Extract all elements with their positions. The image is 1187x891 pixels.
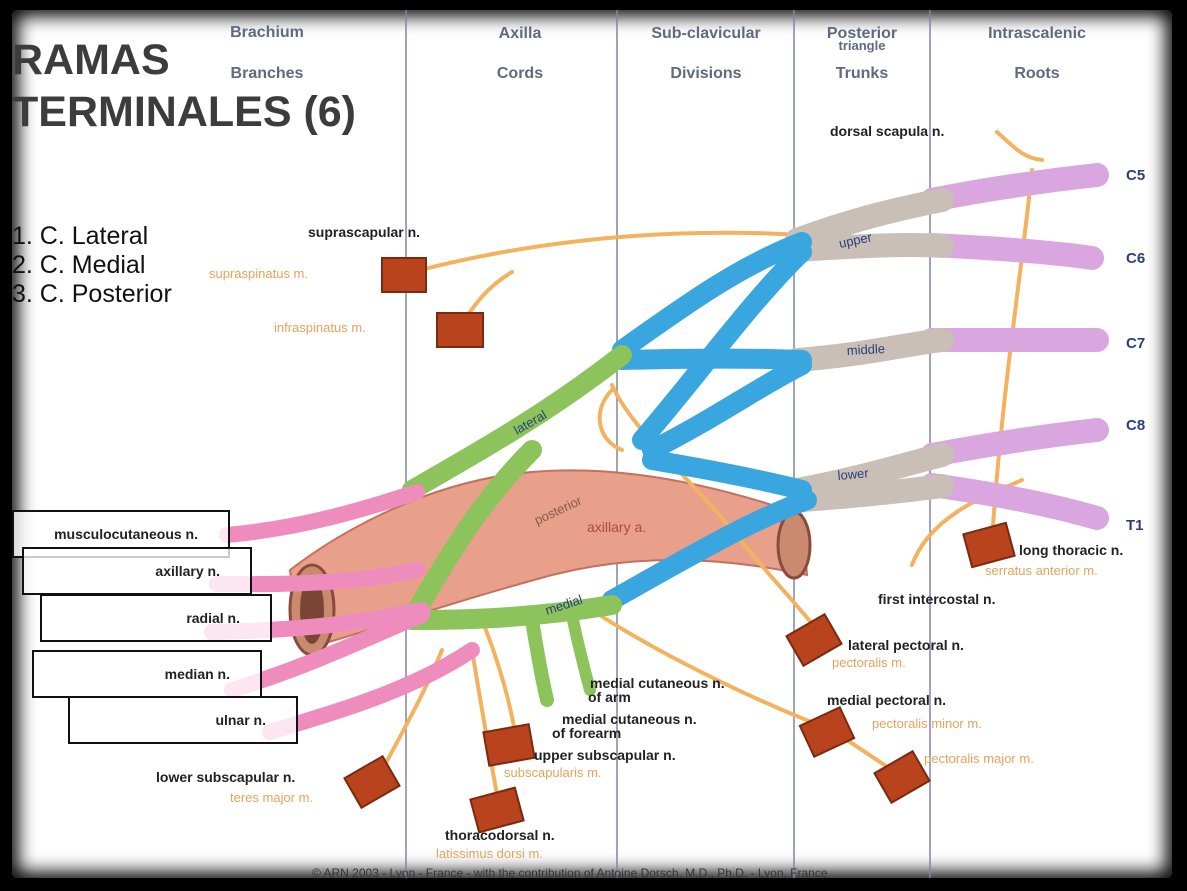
label-latissimus: latissimus dorsi m.	[436, 846, 543, 861]
box-median: median n.	[32, 650, 262, 698]
muscle-labels: supraspinatus m. infraspinatus m. serrat…	[209, 266, 1098, 861]
supraspinatus-muscle	[381, 257, 427, 293]
infraspinatus-muscle	[436, 312, 484, 348]
col-brachium-top: Brachium	[230, 24, 304, 41]
label-suprascapular: suprascapular n.	[308, 224, 420, 240]
roots	[920, 163, 1109, 530]
first-intercostal-nerve	[910, 478, 1024, 567]
root-c8	[920, 418, 1109, 467]
artery-label: axillary a.	[587, 519, 646, 535]
pectoralis-major-muscle	[873, 749, 931, 805]
label-pec-minor: pectoralis minor m.	[872, 716, 982, 731]
middle-trunk	[785, 328, 954, 372]
medial-cut-arm-branch	[566, 609, 596, 696]
subscapularis-muscle	[482, 723, 536, 767]
label-medial-cut-arm-2: of arm	[588, 689, 631, 705]
col-posterior-bottom: Trunks	[836, 65, 889, 82]
root-c6	[920, 233, 1104, 270]
col-brachium-bottom: Branches	[231, 65, 304, 82]
muscles	[343, 257, 1016, 834]
teres-major-muscle	[343, 754, 401, 810]
label-pec-lateral: pectoralis m.	[832, 655, 906, 670]
loop-nerve	[597, 388, 624, 452]
col-intrascalenic-bottom: Roots	[1014, 65, 1059, 82]
upper-trunk	[785, 188, 954, 262]
col-axilla-bottom: Cords	[497, 65, 543, 82]
label-serratus: serratus anterior m.	[985, 563, 1098, 578]
serratus-muscle	[962, 521, 1016, 569]
trunk-label-middle: middle	[846, 341, 885, 358]
root-label-c7: C7	[1126, 335, 1145, 352]
label-medial-cut-arm: medial cutaneous n.	[590, 675, 725, 691]
cord-list-item: 1. C. Lateral	[12, 222, 149, 250]
label-lateral-pectoral: lateral pectoral n.	[848, 637, 964, 653]
lower-trunk	[785, 443, 954, 512]
box-axillary: axillary n.	[22, 547, 252, 595]
col-axilla-top: Axilla	[499, 25, 542, 42]
root-label-t1: T1	[1126, 517, 1144, 534]
nerve-labels: dorsal scapula n. suprascapular n. long …	[156, 123, 1123, 843]
upper-posterior-division	[632, 242, 812, 450]
brachial-plexus-diagram: Brachium Branches Axilla Cords Sub-clavi…	[156, 10, 1145, 878]
credit-line: © ARN 2003 - Lyon - France - with the co…	[312, 866, 828, 878]
root-label-c8: C8	[1126, 417, 1145, 434]
col-posterior-top: Posterior	[827, 25, 897, 42]
medial-cut-forearm-branch	[525, 613, 554, 707]
root-label-c5: C5	[1126, 167, 1145, 184]
label-supraspinatus: supraspinatus m.	[209, 266, 308, 281]
dorsal-scapular-nerve	[995, 130, 1044, 162]
col-subclavicular-bottom: Divisions	[670, 65, 741, 82]
latissimus-muscle	[469, 786, 525, 834]
label-medial-pectoral: medial pectoral n.	[827, 692, 946, 708]
label-thoracodorsal: thoracodorsal n.	[445, 827, 555, 843]
pectoralis-lateral-muscle	[785, 612, 843, 668]
box-ulnar: ulnar n.	[68, 696, 298, 744]
middle-anterior-division	[612, 348, 812, 370]
suprascapular-nerve	[400, 230, 804, 277]
slide: Brachium Branches Axilla Cords Sub-clavi…	[12, 10, 1172, 878]
pectoralis-minor-muscle	[798, 705, 856, 759]
label-medial-cut-forearm: medial cutaneous n.	[562, 711, 697, 727]
col-posterior-top2: triangle	[839, 38, 886, 53]
middle-posterior-division	[642, 355, 812, 460]
label-lower-subscapular: lower subscapular n.	[156, 769, 295, 785]
label-infraspinatus: infraspinatus m.	[274, 320, 366, 335]
col-subclavicular-top: Sub-clavicular	[651, 25, 760, 42]
label-teres-major: teres major m.	[230, 790, 313, 805]
cord-list: 1. C. Lateral 2. C. Medial 3. C. Posteri…	[12, 222, 172, 309]
cord-list-item: 3. C. Posterior	[12, 280, 172, 308]
divisions	[602, 232, 817, 610]
slide-title-line-2: TERMINALES (6)	[12, 88, 356, 136]
root-c5	[920, 163, 1109, 212]
label-medial-cut-forearm-2: of forearm	[552, 725, 621, 741]
lower-anterior-division	[602, 490, 817, 610]
lateral-cord	[402, 345, 632, 707]
lower-posterior-division	[642, 450, 812, 500]
root-t1	[920, 473, 1109, 530]
medial-cord	[402, 595, 622, 630]
upper-anterior-division	[612, 232, 812, 360]
root-labels: C5 C6 C7 C8 T1	[1126, 167, 1145, 534]
trunk-label-upper: upper	[838, 229, 874, 251]
label-subscapularis: subscapularis m.	[504, 765, 602, 780]
label-pec-major: pectoralis major m.	[924, 751, 1034, 766]
box-radial: radial n.	[40, 594, 272, 642]
trunks	[785, 188, 954, 512]
col-intrascalenic-top: Intrascalenic	[988, 25, 1086, 42]
slide-title-line-1: RAMAS	[12, 36, 170, 84]
label-upper-subscapular: upper subscapular n.	[534, 747, 676, 763]
cord-list-item: 2. C. Medial	[12, 251, 146, 279]
trunk-label-lower: lower	[837, 465, 870, 483]
musculocutaneous-branch	[219, 484, 425, 543]
label-dorsal-scapula: dorsal scapula n.	[830, 123, 944, 139]
label-first-intercostal: first intercostal n.	[878, 591, 995, 607]
column-headers: Brachium Branches Axilla Cords Sub-clavi…	[230, 24, 1086, 82]
medial-pectoral-nerve	[590, 608, 909, 782]
root-label-c6: C6	[1126, 250, 1145, 267]
lateral-cord-trunk	[402, 345, 632, 500]
slide-title: RAMAS TERMINALES (6)	[12, 34, 356, 138]
label-long-thoracic: long thoracic n.	[1019, 542, 1123, 558]
lateral-root-median	[407, 440, 542, 620]
